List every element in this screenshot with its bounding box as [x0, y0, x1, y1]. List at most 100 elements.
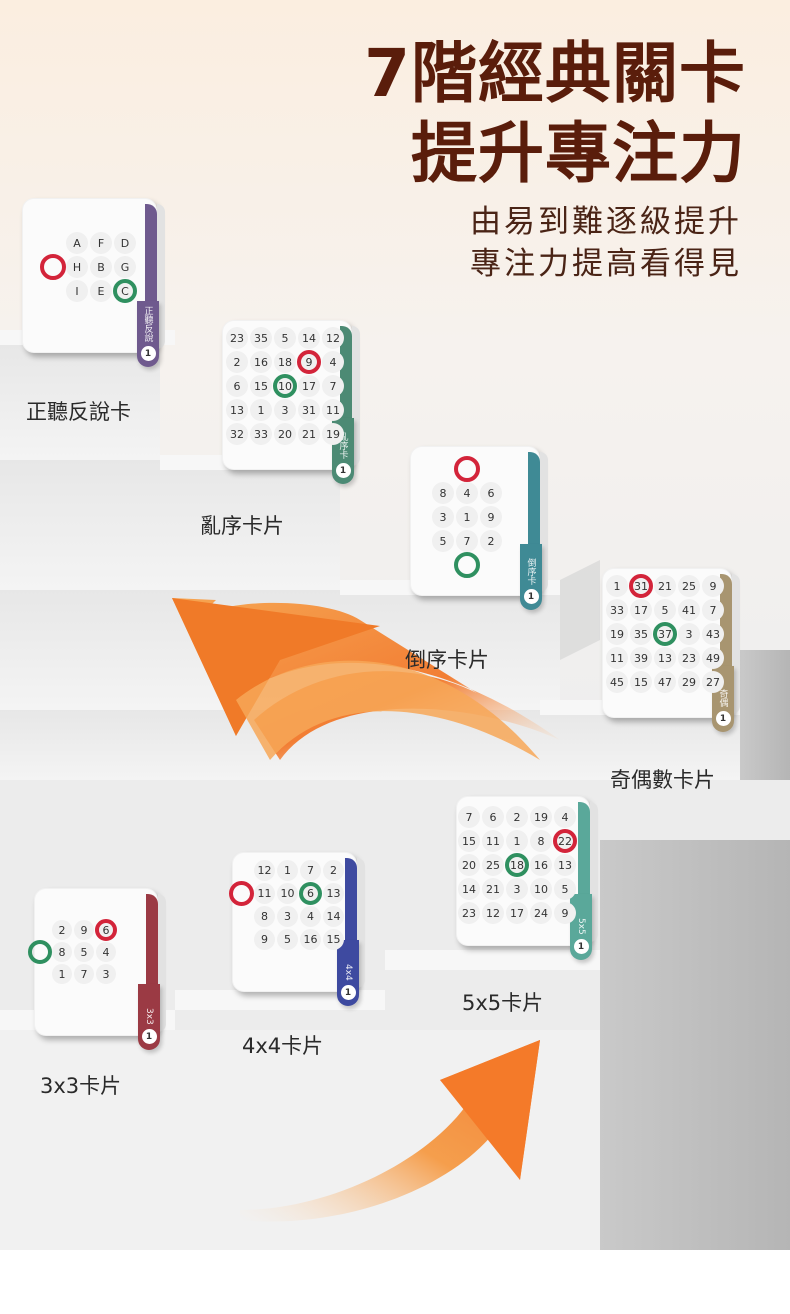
card-tab-number: 1 [573, 939, 589, 954]
card-tab: 正聽反說 1 [137, 301, 159, 367]
grid-cell: 24 [530, 902, 552, 924]
grid-cell: 2 [52, 920, 72, 940]
grid-cell: 6 [480, 482, 502, 504]
grid-cell: 6 [226, 375, 248, 397]
card-tab-text: 4x4 [343, 964, 353, 981]
grid-cell: 11 [322, 399, 344, 421]
card-color-band [145, 204, 157, 315]
grid-cell: 3 [277, 906, 298, 927]
grid-cell: 20 [274, 423, 296, 445]
grid-cell: 19 [530, 806, 552, 828]
red-ring-marker [229, 881, 254, 906]
grid-cell: 4 [554, 806, 576, 828]
grid-cell: 11 [606, 647, 628, 669]
grid-cell: 33 [606, 599, 628, 621]
red-ring-marker [95, 919, 117, 941]
grid-cell: I [66, 280, 88, 302]
grid-cell: 7 [702, 599, 724, 621]
green-ring-marker [273, 374, 297, 398]
grid-cell: 31 [298, 399, 320, 421]
grid-cell: 3 [432, 506, 454, 528]
grid-cell: 49 [702, 647, 724, 669]
grid-cell: 11 [254, 883, 275, 904]
card-color-band [578, 802, 590, 908]
green-ring-marker [505, 853, 529, 877]
grid-cell: 43 [702, 623, 724, 645]
card-tab-number: 1 [523, 589, 539, 604]
card-label-odd-even: 奇偶數卡片 [610, 768, 715, 792]
card-tab-text: 5x5 [576, 918, 586, 935]
card-tab-number: 1 [335, 463, 351, 478]
grid-cell: 8 [530, 830, 552, 852]
grid-cell: 19 [322, 423, 344, 445]
grid-cell: 25 [678, 575, 700, 597]
grid-cell: 2 [323, 860, 344, 881]
grid-cell: 12 [254, 860, 275, 881]
grid-cell: 1 [506, 830, 528, 852]
grid-cell: 5 [274, 327, 296, 349]
green-ring-marker [113, 279, 137, 303]
card-tab-number: 1 [140, 346, 156, 361]
grid-cell: 3 [506, 878, 528, 900]
card-color-band [528, 452, 540, 558]
card-tab-text: 亂序卡 [337, 432, 348, 459]
green-ring-marker [299, 882, 322, 905]
grid-cell: 21 [298, 423, 320, 445]
grid-cell: 13 [323, 883, 344, 904]
grid-cell: 1 [456, 506, 478, 528]
card-edge [158, 894, 166, 1032]
grid-cell: 13 [226, 399, 248, 421]
grid-cell: 9 [702, 575, 724, 597]
grid-cell: 20 [458, 854, 480, 876]
grid-cell: 9 [554, 902, 576, 924]
grid-cell: 11 [482, 830, 504, 852]
card-tab-number: 1 [141, 1029, 157, 1044]
grid-cell: 6 [482, 806, 504, 828]
grid-cell: 5 [432, 530, 454, 552]
card-tab-text: 正聽反說 [142, 306, 153, 342]
subtitle-line1: 由易到難逐級提升 [470, 204, 742, 240]
grid-cell: 3 [274, 399, 296, 421]
grid-cell: 7 [74, 964, 94, 984]
grid-cell: 19 [606, 623, 628, 645]
grid-cell: 8 [52, 942, 72, 962]
card-tab-number: 1 [715, 711, 731, 726]
grid-cell: 7 [458, 806, 480, 828]
red-ring-marker [40, 254, 66, 280]
card-label-reverse-order: 倒序卡片 [405, 648, 489, 672]
grid-cell: 45 [606, 671, 628, 693]
grid-cell: 15 [323, 929, 344, 950]
red-ring-marker [629, 574, 653, 598]
grid-cell: 14 [298, 327, 320, 349]
grid-cell: 29 [678, 671, 700, 693]
grid-cell: 47 [654, 671, 676, 693]
grid-cell: 10 [277, 883, 298, 904]
grid-cell: 1 [250, 399, 272, 421]
grid-cell: A [66, 232, 88, 254]
grid-cell: 1 [277, 860, 298, 881]
grid-cell: 1 [606, 575, 628, 597]
card-tab-number: 1 [340, 985, 356, 1000]
grid-cell: 16 [250, 351, 272, 373]
card-color-band [345, 858, 357, 954]
grid-cell: 8 [254, 906, 275, 927]
grid-cell: 41 [678, 599, 700, 621]
green-ring-marker [454, 552, 480, 578]
green-ring-marker [653, 622, 677, 646]
grid-cell: 12 [322, 327, 344, 349]
grid-cell [42, 280, 64, 302]
card-label-4x4: 4x4卡片 [242, 1034, 324, 1058]
grid-cell: 39 [630, 647, 652, 669]
grid-cell: 2 [480, 530, 502, 552]
grid-cell: 4 [456, 482, 478, 504]
grid-cell: 5 [654, 599, 676, 621]
grid-cell: 27 [702, 671, 724, 693]
grid-cell: 17 [630, 599, 652, 621]
card-label-shuffle: 亂序卡片 [200, 514, 284, 538]
card-edge [590, 802, 598, 942]
